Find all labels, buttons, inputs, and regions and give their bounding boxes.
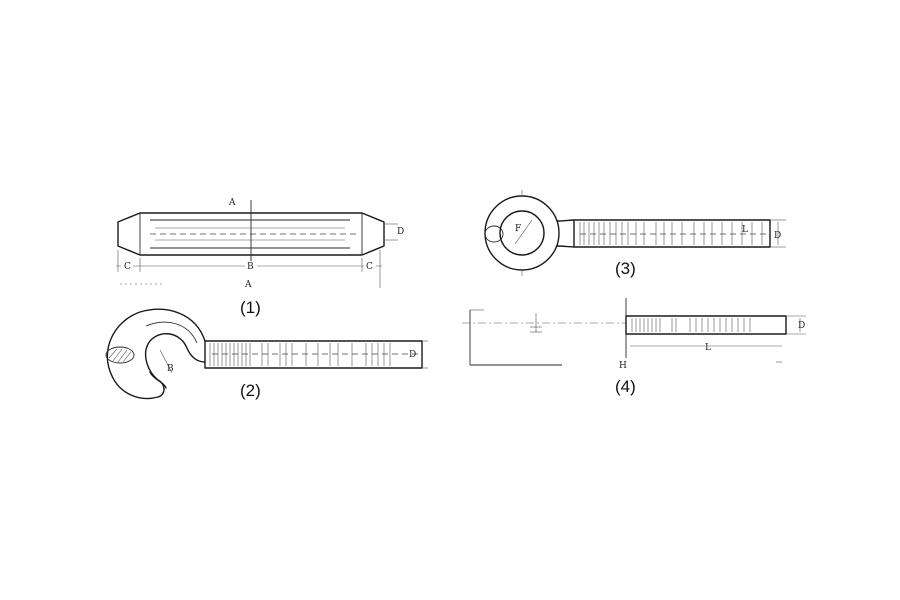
hook-throat-hatch <box>105 346 135 364</box>
label-f: F <box>515 224 521 234</box>
label-l: L <box>705 343 711 353</box>
figure-1-turnbuckle-body: D A C B C A (1) <box>116 198 404 317</box>
label-a-bottom: A <box>244 280 252 290</box>
label-c-left: C <box>124 262 131 272</box>
label-d: D <box>774 231 781 241</box>
jaw-shank-thread <box>631 318 751 332</box>
label-a-top: A <box>228 198 236 208</box>
label-c-right: C <box>366 262 373 272</box>
label-d: D <box>409 350 416 360</box>
label-b: B <box>247 262 254 272</box>
eye-shank-thread <box>579 222 763 245</box>
figure-3-caption: (3) <box>615 259 636 278</box>
figure-4-jaw-end: D L H (4) <box>462 298 806 396</box>
label-d: D <box>397 227 404 237</box>
figure-2-caption: (2) <box>240 381 261 400</box>
figure-3-eye-end: F <box>484 190 786 278</box>
label-d: D <box>798 321 805 331</box>
figure-1-caption: (1) <box>240 298 261 317</box>
label-h: H <box>619 361 627 371</box>
label-b: B <box>167 364 174 374</box>
label-l: L <box>742 225 748 235</box>
figure-4-caption: (4) <box>615 377 636 396</box>
hook-shank-thread <box>209 343 391 366</box>
figure-2-hook-end: B <box>105 308 428 400</box>
